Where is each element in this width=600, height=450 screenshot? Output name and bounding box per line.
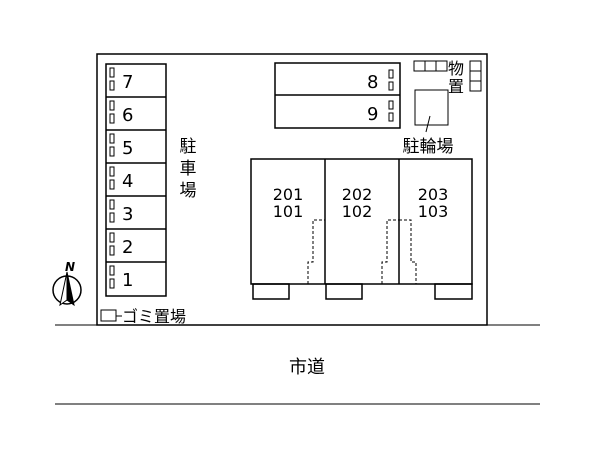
car-stop-icon	[109, 67, 115, 78]
parking-space-number: 6	[122, 105, 133, 126]
car-stop-icon	[109, 146, 115, 157]
road-label: 市道	[289, 357, 325, 378]
parking-label-line: 車	[180, 159, 197, 179]
parking-space-2: 2	[109, 232, 133, 258]
parking-space-number: 4	[122, 171, 133, 192]
parking-space-6: 6	[109, 100, 133, 126]
compass-north-label: N	[65, 260, 75, 274]
garbage-bin-icon	[100, 309, 117, 322]
entrance-outline	[381, 219, 399, 284]
car-stop-icon	[109, 265, 115, 276]
unit-number-lower: 103	[418, 202, 449, 221]
car-stop-icon	[388, 100, 394, 110]
storage-units	[413, 60, 482, 92]
car-stop-icon	[388, 69, 394, 79]
car-stop-icon	[109, 166, 115, 177]
unit-number-lower: 101	[273, 202, 304, 221]
parking-space-8: 8	[367, 69, 394, 93]
parking-space-number: 5	[122, 138, 133, 159]
parking-space-number: 8	[367, 72, 378, 93]
leader-line	[425, 115, 431, 133]
step-block	[434, 283, 473, 300]
entrance-outline	[307, 219, 325, 284]
parking-space-1: 1	[109, 265, 133, 291]
parking-space-number: 9	[367, 104, 378, 125]
unit-201-101: 201 101	[273, 185, 304, 221]
unit-202-102: 202 102	[342, 185, 373, 221]
entrance-outline	[399, 219, 417, 284]
car-stop-icon	[109, 179, 115, 190]
north-compass-icon: N	[52, 260, 82, 307]
property-boundary	[96, 53, 488, 326]
parking-space-4: 4	[109, 166, 133, 192]
car-stop-icon	[388, 112, 394, 122]
unit-number-lower: 102	[342, 202, 373, 221]
car-stop-icon	[109, 133, 115, 144]
parking-space-7: 7	[109, 67, 133, 93]
unit-number-upper: 201	[273, 185, 304, 204]
car-stop-icon	[109, 80, 115, 91]
storage-label-line: 物	[448, 59, 464, 78]
apartment-building	[250, 158, 473, 285]
car-stop-icon	[388, 81, 394, 91]
parking-label-line: 場	[180, 181, 197, 201]
parking-space-3: 3	[109, 199, 133, 225]
unit-number-upper: 203	[418, 185, 449, 204]
bicycle-parking-area	[414, 89, 449, 126]
parking-space-number: 3	[122, 204, 133, 225]
step-block	[325, 283, 363, 300]
car-stop-icon	[109, 212, 115, 223]
parking-space-number: 1	[122, 270, 133, 291]
car-stop-icon	[109, 245, 115, 256]
storage-label-line: 置	[448, 77, 464, 96]
car-stop-icon	[109, 113, 115, 124]
step-block	[252, 283, 290, 300]
car-stop-icon	[109, 100, 115, 111]
car-stop-icon	[109, 199, 115, 210]
parking-space-5: 5	[109, 133, 133, 159]
unit-203-103: 203 103	[418, 185, 449, 221]
garbage-area-label: ゴミ置場	[122, 307, 186, 326]
parking-column-left	[105, 63, 167, 297]
car-stop-icon	[109, 278, 115, 289]
unit-number-upper: 202	[342, 185, 373, 204]
parking-label-line: 駐	[180, 137, 197, 157]
car-stop-icon	[109, 232, 115, 243]
parking-space-number: 2	[122, 237, 133, 258]
parking-space-9: 9	[367, 100, 394, 125]
parking-space-number: 7	[122, 72, 133, 93]
bicycle-parking-label: 駐輪場	[403, 137, 454, 157]
